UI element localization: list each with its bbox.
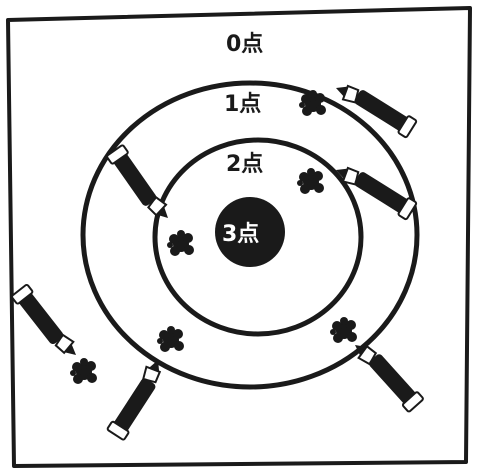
label-zone-1: 1点 — [224, 91, 261, 117]
label-zone-3: 3点 — [222, 221, 259, 247]
ring-middle — [152, 137, 364, 337]
label-zone-2: 2点 — [226, 151, 263, 177]
bullseye — [215, 197, 285, 267]
label-zone-0: 0点 — [226, 31, 263, 57]
ring-outer — [80, 80, 420, 390]
